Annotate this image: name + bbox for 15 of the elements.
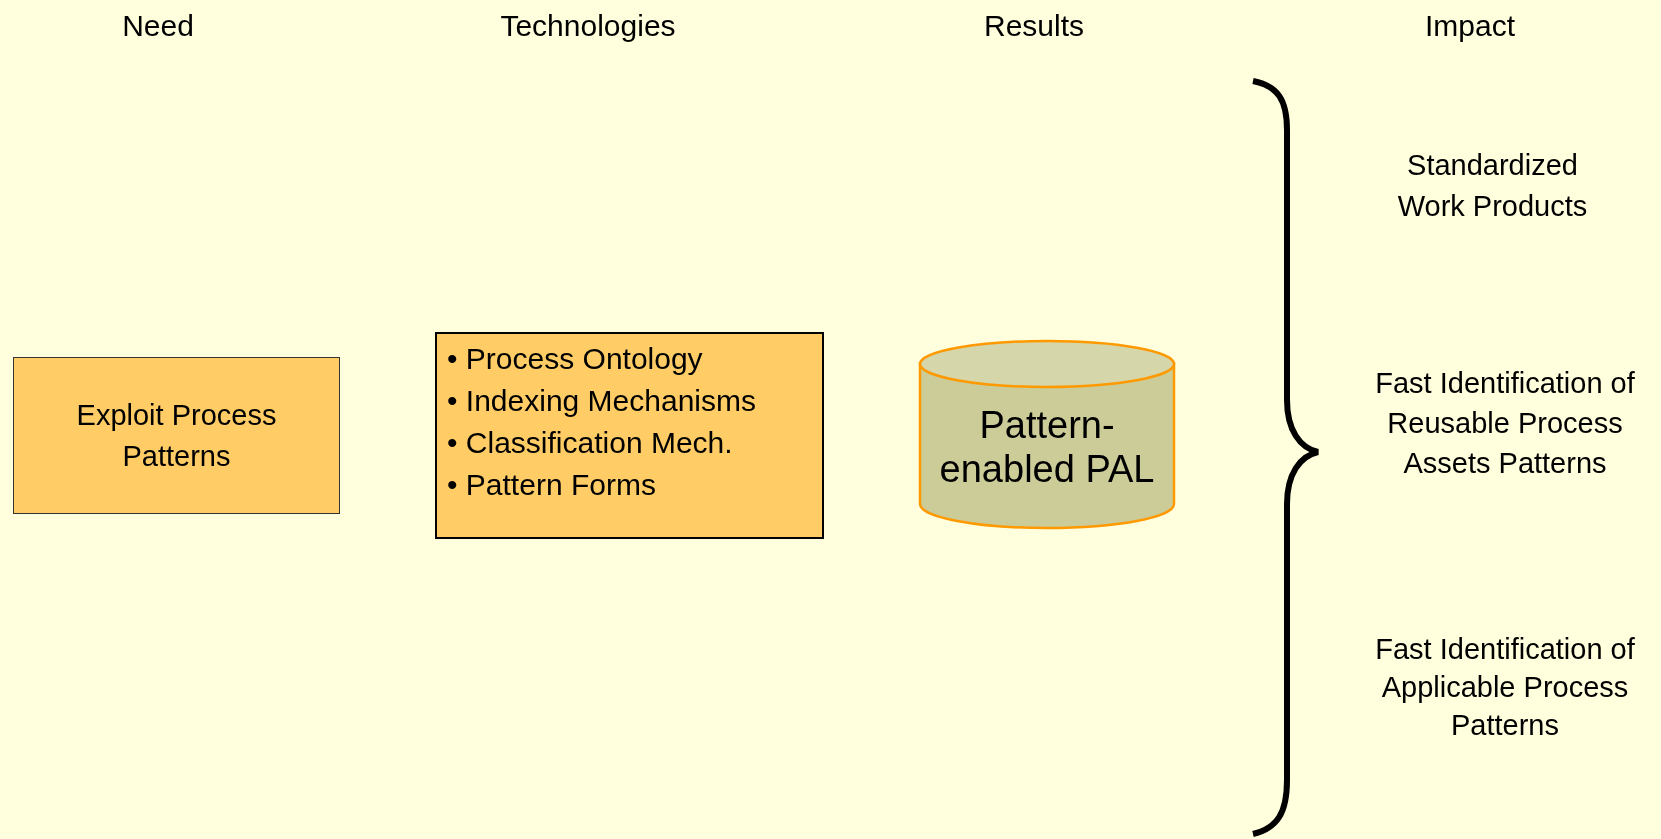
bullet-item: • Process Ontology	[447, 341, 704, 377]
impact-text: Fast Identification of Reusable Process Assets Patterns	[1374, 366, 1636, 481]
bullet-item: • Classification Mech.	[447, 425, 734, 461]
impact-text: Fast Identification of Applicable Process Patterns	[1374, 632, 1636, 743]
bullet-item: • Pattern Forms	[447, 467, 657, 503]
process-box	[13, 357, 340, 514]
column-heading: Need	[121, 8, 195, 44]
impact-text: Standardized Work Products	[1396, 148, 1589, 224]
column-heading: Impact	[1424, 8, 1516, 44]
box-text: Exploit Process Patterns	[75, 397, 278, 474]
bullet-item: • Indexing Mechanisms	[447, 383, 756, 419]
column-heading: Results	[982, 8, 1085, 44]
column-heading: Technologies	[499, 8, 677, 44]
cylinder-text: Pattern-enabled PAL	[938, 402, 1156, 491]
process-box	[435, 332, 824, 539]
